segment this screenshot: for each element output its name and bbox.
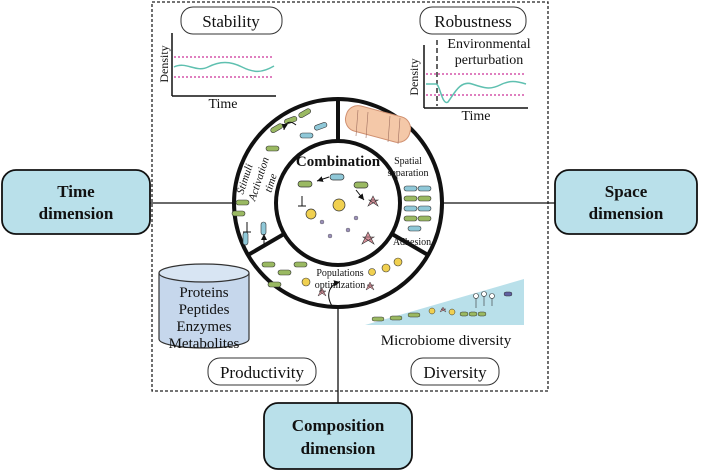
svg-text:Time: Time [208, 97, 237, 112]
svg-text:Productivity: Productivity [220, 363, 305, 382]
outer-frame [151, 1, 549, 392]
composition-segment-cells: Populations optimization [261, 257, 403, 307]
productivity-label: Productivity [207, 357, 317, 386]
microbiome-diversity-panel: Microbiome diversity [365, 279, 524, 349]
products-cylinder: Proteins Peptides Enzymes Metabolites [158, 263, 250, 352]
microbiome-diversity-label: Microbiome diversity [381, 333, 512, 349]
space-dimension-box: Space dimension [554, 169, 698, 235]
time-dimension-line1: Time [57, 182, 95, 201]
svg-text:Robustness: Robustness [434, 12, 511, 31]
spatial-label-2: separation [387, 168, 428, 179]
svg-text:Density: Density [157, 45, 171, 82]
space-dimension-line2: dimension [589, 204, 664, 223]
svg-text:Stability: Stability [202, 12, 260, 31]
product-enzymes: Enzymes [177, 319, 232, 335]
composition-dimension-box: Composition dimension [263, 402, 413, 470]
populations-label-1: Populations [316, 268, 363, 279]
svg-text:perturbation: perturbation [455, 53, 523, 68]
svg-text:Time: Time [461, 109, 490, 124]
svg-text:Diversity: Diversity [423, 363, 487, 382]
spatial-label-1: Spatial [394, 156, 422, 167]
svg-text:Environmental: Environmental [447, 37, 530, 52]
stability-plot: Density Time [157, 33, 276, 112]
product-proteins: Proteins [179, 285, 228, 301]
robustness-label: Robustness [419, 6, 527, 35]
robustness-plot: Density Time Environmental perturbation [407, 37, 531, 124]
combination-ring: Stimuli Activation time Spatial separati… [231, 97, 444, 309]
space-dimension-line1: Space [605, 182, 648, 201]
product-metabolites: Metabolites [169, 336, 240, 352]
combination-core: Combination [296, 154, 381, 245]
time-dimension-box: Time dimension [1, 169, 151, 235]
composition-dimension-line1: Composition [292, 416, 385, 435]
composition-dimension-line2: dimension [301, 439, 376, 458]
density-curve [173, 61, 275, 73]
populations-label-2: optimization [315, 280, 366, 291]
diversity-label: Diversity [410, 357, 500, 386]
combination-title: Combination [296, 154, 381, 170]
density-curve [426, 80, 527, 104]
svg-text:Density: Density [407, 58, 421, 95]
space-segment-cells: Spatial separation Adhesion [344, 105, 432, 248]
product-peptides: Peptides [179, 302, 230, 318]
time-dimension-line2: dimension [39, 204, 114, 223]
adhesion-label: Adhesion [393, 237, 431, 248]
stability-label: Stability [180, 6, 283, 35]
activation-label-2: time [263, 172, 280, 194]
